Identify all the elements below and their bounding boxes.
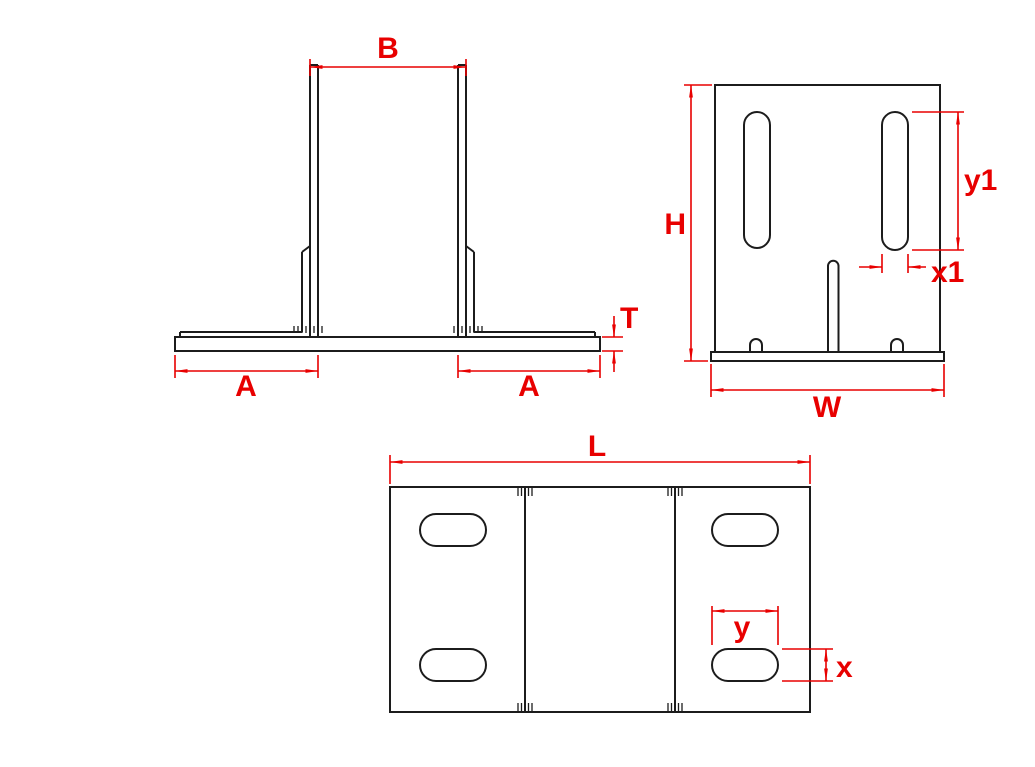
dim-label-T: T bbox=[620, 302, 638, 335]
plan-view: L y x bbox=[389, 430, 853, 713]
side-base-edge bbox=[710, 351, 945, 362]
weld-marks-front bbox=[293, 326, 483, 333]
weld-ticks-right bbox=[453, 326, 483, 333]
dim-H: H bbox=[664, 84, 712, 362]
dim-label-B: B bbox=[377, 32, 399, 65]
dim-H-extensions bbox=[684, 84, 712, 362]
plan-geometry bbox=[389, 486, 811, 713]
dim-L-extensions bbox=[389, 455, 811, 484]
slot-bottom-right bbox=[711, 648, 779, 682]
bottom-notch-left bbox=[749, 338, 763, 352]
dim-T-extensions bbox=[602, 336, 623, 352]
weld-marks-plan bbox=[517, 487, 683, 712]
dim-label-y1: y1 bbox=[964, 164, 997, 197]
dim-label-A-left: A bbox=[235, 370, 257, 403]
dim-W: W bbox=[710, 364, 945, 424]
dim-A-left: A bbox=[174, 355, 319, 403]
flange-plates bbox=[179, 331, 596, 337]
front-geometry bbox=[174, 64, 601, 352]
channel-body bbox=[309, 64, 467, 337]
weld-ticks-divider-left-bottom bbox=[517, 703, 533, 712]
plan-outline bbox=[389, 486, 811, 713]
dim-label-H: H bbox=[664, 208, 686, 241]
dim-A-right: A bbox=[457, 355, 601, 403]
weld-ticks-left bbox=[293, 326, 323, 333]
dim-y1-extensions bbox=[912, 111, 964, 251]
slot-center-narrow bbox=[827, 259, 840, 352]
side-view: H W y1 x1 bbox=[664, 84, 997, 424]
dim-x1: x1 bbox=[859, 254, 964, 289]
weld-ticks-divider-right-top bbox=[667, 487, 683, 496]
gusset-angles bbox=[301, 245, 475, 332]
dim-label-L: L bbox=[588, 430, 606, 463]
dim-label-x1: x1 bbox=[931, 256, 964, 289]
dim-x: x bbox=[782, 648, 853, 684]
side-geometry bbox=[710, 84, 945, 362]
dim-label-W: W bbox=[813, 391, 842, 424]
bottom-notch-right bbox=[890, 338, 904, 352]
base-plate bbox=[174, 336, 601, 352]
dim-y1: y1 bbox=[912, 111, 997, 251]
front-view: B A A T bbox=[174, 32, 638, 403]
dim-A-right-extensions bbox=[457, 355, 601, 378]
dim-B: B bbox=[309, 32, 467, 76]
dim-y: y bbox=[711, 606, 779, 645]
slot-top-right bbox=[711, 513, 779, 547]
slot-top-left bbox=[419, 513, 487, 547]
slot-bottom-left bbox=[419, 648, 487, 682]
weld-ticks-divider-right-bottom bbox=[667, 703, 683, 712]
weld-ticks-divider-left-top bbox=[517, 487, 533, 496]
dim-L: L bbox=[389, 430, 811, 484]
dim-A-left-extensions bbox=[174, 355, 319, 378]
dim-x1-extensions bbox=[881, 254, 909, 273]
dim-T: T bbox=[602, 302, 638, 372]
dim-label-A-right: A bbox=[518, 370, 540, 403]
slot-vertical-right bbox=[881, 111, 909, 251]
dim-label-y: y bbox=[734, 611, 751, 644]
slot-vertical-left bbox=[743, 111, 771, 249]
dim-label-x: x bbox=[836, 651, 853, 684]
